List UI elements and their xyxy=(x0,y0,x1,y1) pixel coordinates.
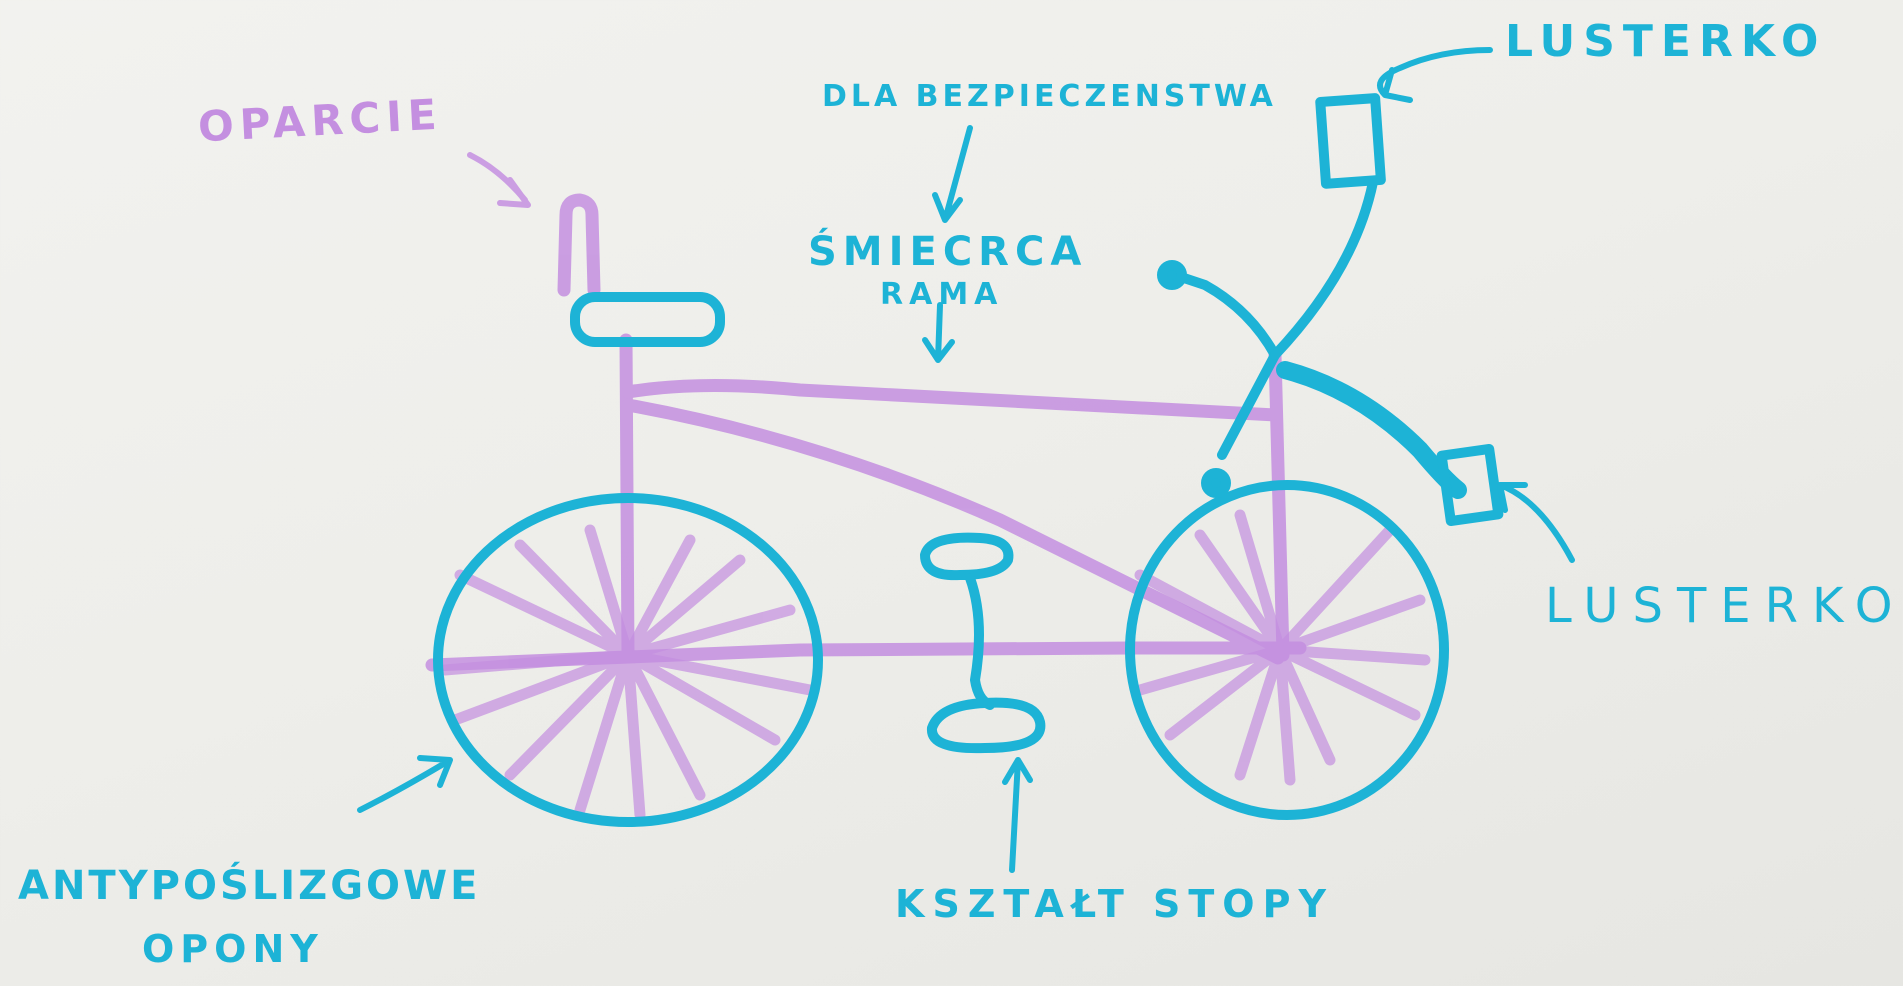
arrow-frame xyxy=(922,302,955,363)
front-arm xyxy=(1276,361,1467,499)
arrow-mirror-top xyxy=(1377,47,1493,103)
front-wheel-spokes xyxy=(1134,509,1431,786)
pedal-bottom xyxy=(927,697,1046,754)
frame-label-line2: RAMA xyxy=(880,277,1004,312)
safety-label: DLA BEZPIECZENSTWA xyxy=(822,79,1277,114)
seat xyxy=(570,292,725,347)
rear-wheel-spokes xyxy=(439,524,816,821)
mirror-top xyxy=(1315,93,1386,189)
pedal-top xyxy=(920,532,1014,581)
arrow-safety xyxy=(932,125,973,223)
frame-label-line1: ŚMIECRCA xyxy=(808,229,1088,275)
mirror-top-label: LUSTERKO xyxy=(1505,16,1827,67)
mirror-side xyxy=(1436,443,1504,527)
pedal-label: KSZTAŁT STOPY xyxy=(895,882,1334,926)
backrest-label: OPARCIE xyxy=(196,89,444,152)
pedal-crank xyxy=(965,573,995,710)
fork xyxy=(1217,350,1280,460)
tires-label-line2: OPONY xyxy=(142,927,324,971)
tires-label-line1: ANTYPOŚLIZGOWE xyxy=(18,863,481,909)
arrow-mirror-side xyxy=(1497,482,1575,563)
arrow-pedal xyxy=(1002,757,1033,873)
handlebar-grip xyxy=(1157,260,1187,290)
rear-wheel xyxy=(433,493,823,827)
backrest-arrow xyxy=(467,152,531,208)
mirror-side-label: LUSTERKO xyxy=(1545,578,1903,634)
arrow-tires xyxy=(357,755,453,813)
fork-end xyxy=(1201,468,1231,498)
mirror-arm-top xyxy=(1270,177,1378,360)
front-wheel xyxy=(1125,480,1449,820)
handlebar xyxy=(1170,270,1280,360)
